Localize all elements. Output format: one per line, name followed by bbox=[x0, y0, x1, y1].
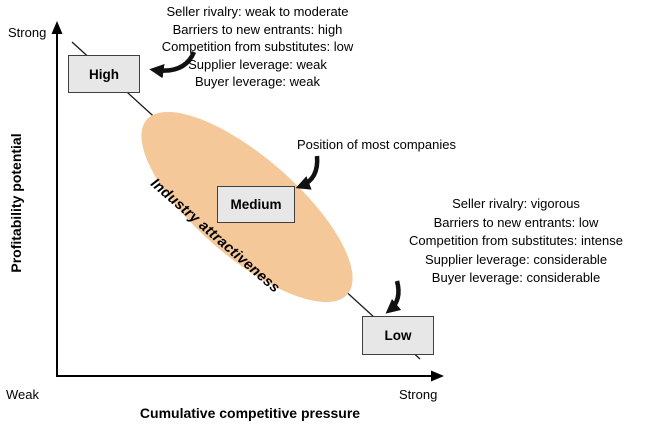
annotation-line: Competition from substitutes: intense bbox=[409, 233, 623, 248]
y-axis-top-label: Strong bbox=[8, 25, 47, 40]
annotation-line: Seller rivalry: vigorous bbox=[452, 196, 580, 211]
high-box-label: High bbox=[89, 66, 119, 82]
medium-box-label: Medium bbox=[230, 197, 282, 212]
x-axis-arrowhead-icon bbox=[431, 370, 444, 382]
arrow-to-high-box-icon bbox=[149, 51, 197, 79]
annotation-line: Buyer leverage: weak bbox=[194, 74, 320, 90]
x-axis-title: Cumulative competitive pressure bbox=[139, 405, 361, 421]
annotation-line: Seller rivalry: weak to moderate bbox=[166, 4, 349, 19]
low-box-label: Low bbox=[384, 328, 412, 343]
annotation-line: Buyer leverage: considerable bbox=[431, 270, 601, 285]
high-annotation-block: Seller rivalry: weak to moderate Barrier… bbox=[115, 3, 400, 91]
x-axis-right-label: Strong bbox=[399, 387, 438, 402]
annotation-line: Supplier leverage: weak bbox=[188, 56, 327, 72]
low-box: Low bbox=[362, 316, 434, 355]
arrow-to-low-box-icon bbox=[385, 280, 402, 314]
medium-box: Medium bbox=[217, 186, 295, 223]
annotation-line: Barriers to new entrants: low bbox=[433, 214, 599, 230]
low-annotation-block: Seller rivalry: vigorous Barriers to new… bbox=[372, 195, 660, 288]
arrow-to-medium-box-icon bbox=[295, 155, 320, 190]
y-axis-title: Profitability potential bbox=[8, 133, 24, 273]
high-box: High bbox=[68, 55, 140, 93]
annotation-line: Supplier leverage: considerable bbox=[424, 251, 608, 267]
annotation-line: Barriers to new entrants: high bbox=[172, 21, 343, 37]
most-companies-annotation: Position of most companies bbox=[297, 137, 456, 152]
x-axis-left-label: Weak bbox=[6, 387, 39, 402]
annotation-line: Competition from substitutes: low bbox=[161, 39, 354, 55]
y-axis-arrowhead-icon bbox=[51, 21, 63, 34]
